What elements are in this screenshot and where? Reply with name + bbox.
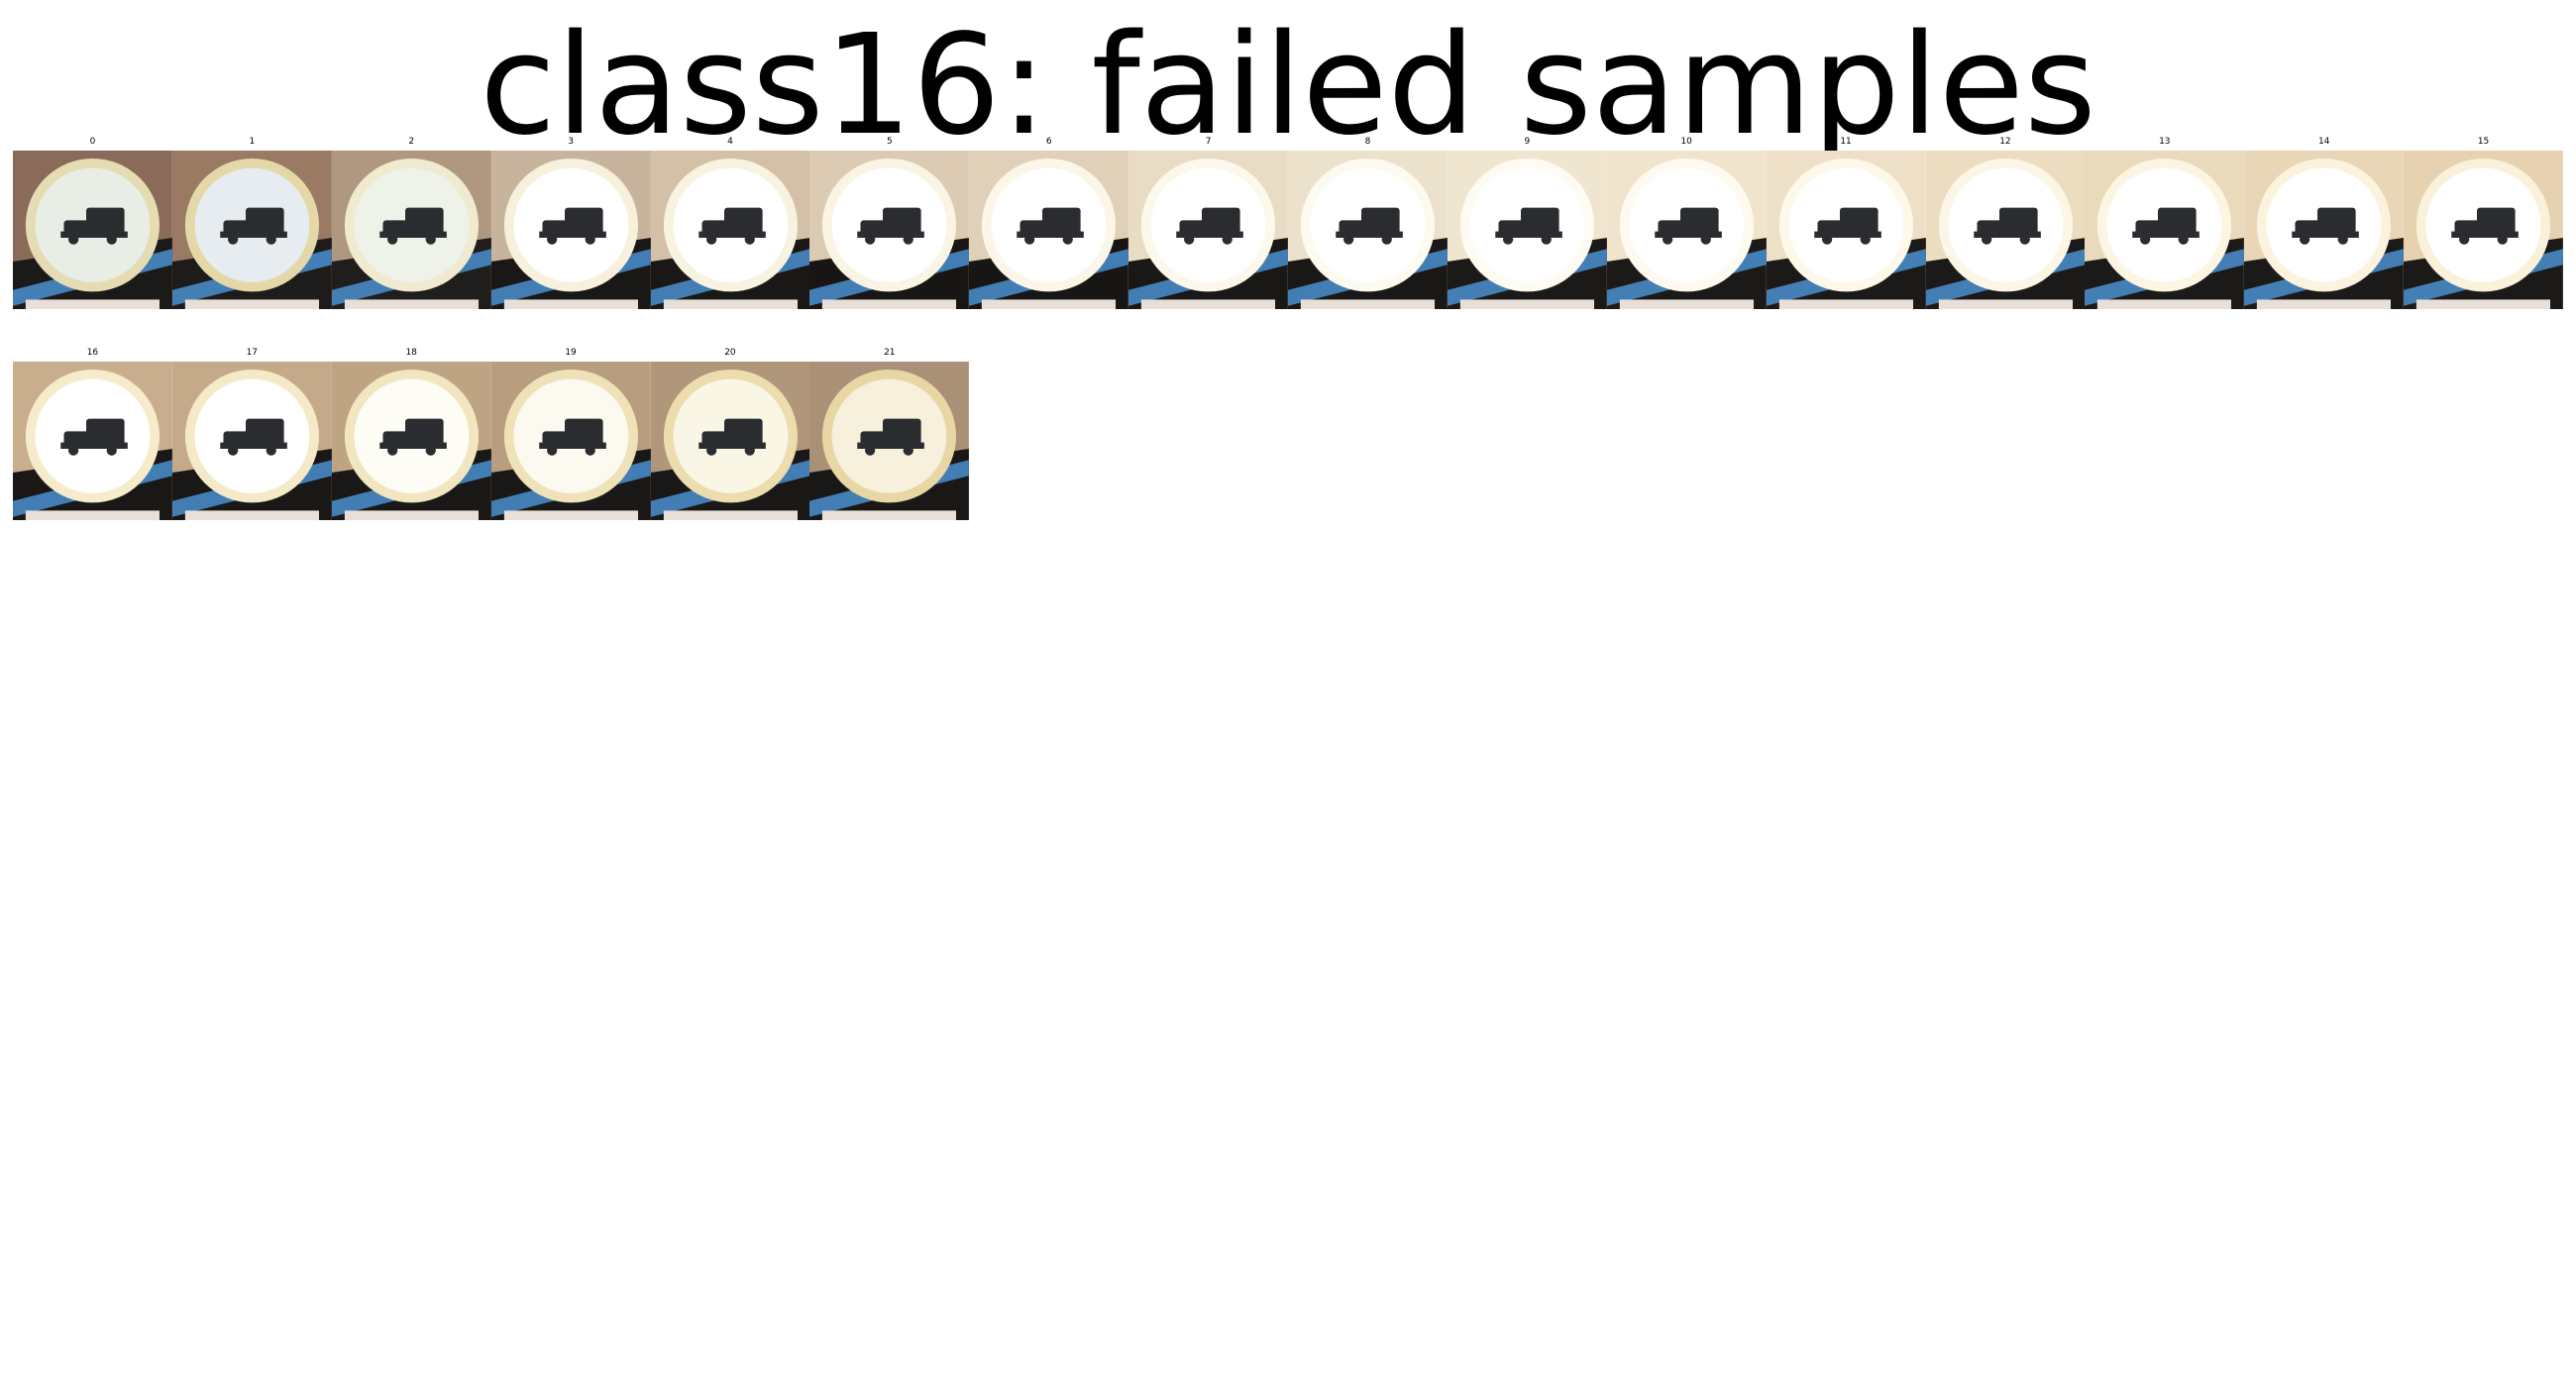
sign-thumbnail-image (13, 151, 172, 309)
sample-index-label: 9 (1524, 137, 1531, 147)
sign-thumbnail-image (2244, 151, 2405, 309)
sample-index-label: 13 (2159, 137, 2171, 147)
truck-icon (1176, 207, 1243, 245)
sample-cell: 5 (809, 133, 970, 321)
figure-title: class16: failed samples (480, 5, 2096, 166)
sign-thumbnail-image (13, 362, 172, 520)
sign-thumbnail-image (1925, 151, 2086, 309)
sample-index-label: 10 (1680, 137, 1692, 147)
sample-row: 16 17 18 19 20 21 (13, 344, 2563, 532)
truck-icon (1973, 207, 2041, 245)
sample-cell: 0 (13, 133, 172, 321)
sample-cell: 16 (13, 344, 172, 532)
truck-icon (857, 207, 925, 245)
sample-index-label: 20 (724, 348, 736, 358)
truck-icon (220, 418, 287, 456)
truck-icon (698, 418, 766, 456)
sign-thumbnail-image (2085, 151, 2245, 309)
sample-cell: 21 (809, 344, 970, 532)
sample-index-label: 7 (1205, 137, 1212, 147)
sample-cell: 17 (171, 344, 332, 532)
sample-index-label: 11 (1840, 137, 1852, 147)
truck-icon (538, 207, 606, 245)
sign-thumbnail-image (1128, 151, 1288, 309)
sign-thumbnail-image (1766, 151, 1926, 309)
sample-index-label: 18 (405, 348, 417, 358)
truck-icon (2451, 207, 2519, 245)
sample-index-label: 14 (2317, 137, 2330, 147)
sample-cell: 8 (1288, 133, 1448, 321)
truck-icon (379, 207, 447, 245)
sample-index-label: 12 (1999, 137, 2011, 147)
sign-thumbnail-image (1288, 151, 1448, 309)
sign-thumbnail-image (2404, 151, 2563, 309)
sample-index-label: 4 (727, 137, 733, 147)
sample-index-label: 1 (249, 137, 256, 147)
sign-thumbnail-image (809, 151, 970, 309)
sample-cell: 7 (1128, 133, 1288, 321)
sample-index-label: 8 (1364, 137, 1371, 147)
sample-cell: 10 (1606, 133, 1767, 321)
sample-cell: 19 (490, 344, 651, 532)
sample-index-label: 16 (86, 348, 99, 358)
sample-index-label: 5 (886, 137, 893, 147)
truck-icon (60, 418, 128, 456)
sign-thumbnail-image (490, 362, 651, 520)
sample-index-label: 17 (246, 348, 259, 358)
sample-index-label: 19 (565, 348, 577, 358)
sample-index-label: 15 (2477, 137, 2490, 147)
sign-thumbnail-image (1606, 151, 1767, 309)
truck-icon (538, 418, 606, 456)
sample-cell: 14 (2244, 133, 2405, 321)
sample-index-label: 0 (89, 137, 96, 147)
truck-icon (1336, 207, 1403, 245)
truck-icon (379, 418, 447, 456)
sample-cell: 6 (969, 133, 1129, 321)
sample-index-label: 3 (568, 137, 574, 147)
sign-thumbnail-image (969, 151, 1129, 309)
sign-thumbnail-image (331, 362, 491, 520)
sign-thumbnail-image (490, 151, 651, 309)
sample-cell: 20 (650, 344, 810, 532)
sample-cell: 9 (1447, 133, 1607, 321)
truck-icon (60, 207, 128, 245)
sample-cell: 15 (2404, 133, 2563, 321)
sign-thumbnail-image (650, 151, 810, 309)
truck-icon (857, 418, 925, 456)
sample-cell: 2 (331, 133, 491, 321)
sample-index-label: 6 (1045, 137, 1052, 147)
sample-cell: 18 (331, 344, 491, 532)
sample-cell: 13 (2085, 133, 2245, 321)
truck-icon (1017, 207, 1085, 245)
sample-index-label: 21 (884, 348, 896, 358)
truck-icon (2292, 207, 2360, 245)
sample-cell: 1 (171, 133, 332, 321)
sign-thumbnail-image (650, 362, 810, 520)
truck-icon (1813, 207, 1881, 245)
truck-icon (1655, 207, 1722, 245)
sample-cell: 3 (490, 133, 651, 321)
truck-icon (220, 207, 287, 245)
sign-thumbnail-image (1447, 151, 1607, 309)
sign-thumbnail-image (809, 362, 970, 520)
sample-cell: 11 (1766, 133, 1926, 321)
truck-icon (698, 207, 766, 245)
truck-icon (1495, 207, 1562, 245)
sample-index-label: 2 (408, 137, 415, 147)
sign-thumbnail-image (171, 362, 332, 520)
sign-thumbnail-image (331, 151, 491, 309)
truck-icon (2132, 207, 2200, 245)
sign-thumbnail-image (171, 151, 332, 309)
sample-cell: 12 (1925, 133, 2086, 321)
sample-cell: 4 (650, 133, 810, 321)
